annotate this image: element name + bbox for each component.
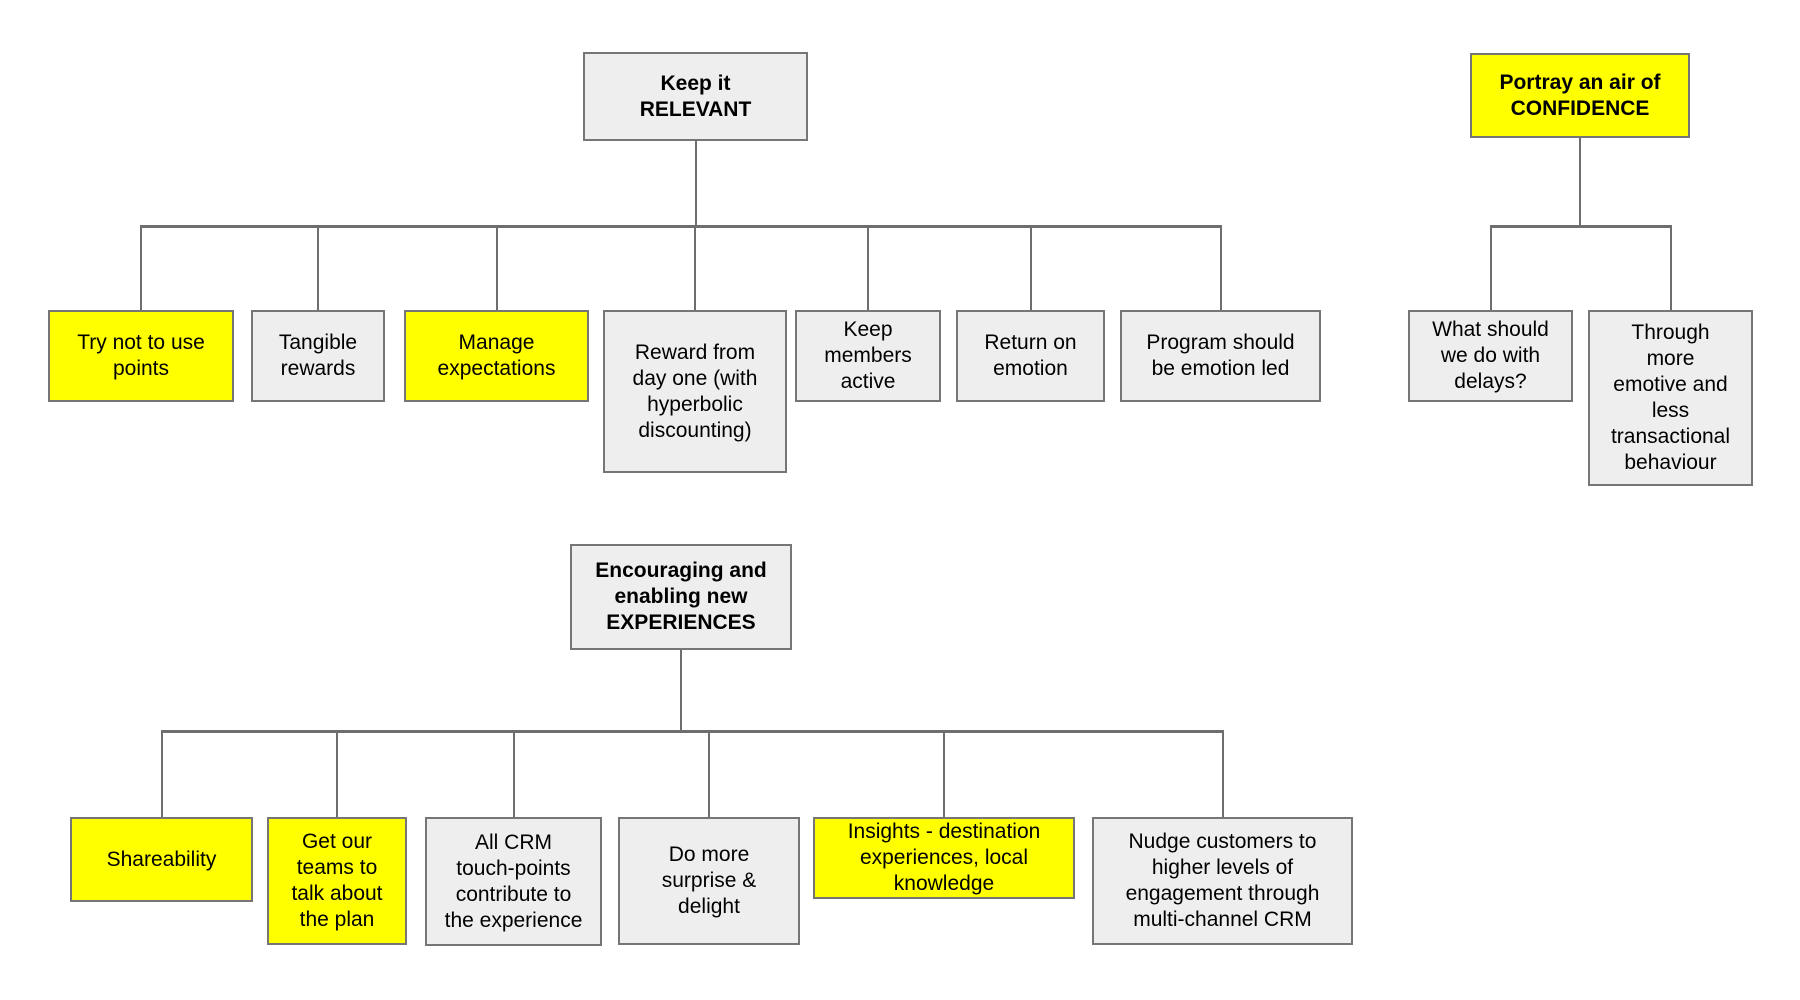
node-get-our-teams-to-talk-about[interactable]: Get our teams to talk about the plan [267, 817, 407, 945]
node-nudge-customers-to-higher-levels-of[interactable]: Nudge customers to higher levels of enga… [1092, 817, 1353, 945]
node-through-more-emotive-and-less-transactional[interactable]: Through more emotive and less transactio… [1588, 310, 1753, 486]
node-label: Reward from day one (with hyperbolic dis… [632, 340, 758, 442]
connector-branch [1222, 730, 1224, 817]
node-label: Try not to use points [77, 331, 205, 380]
connector-branch [943, 730, 945, 817]
connector-branch [513, 730, 515, 817]
root-node-portray-an-air-of-confidence[interactable]: Portray an air of CONFIDENCE [1470, 53, 1690, 138]
node-label: Return on emotion [984, 331, 1077, 380]
node-return-on-emotion[interactable]: Return on emotion [956, 310, 1105, 402]
connector-branch [1220, 225, 1222, 310]
node-label: What should we do with delays? [1432, 318, 1549, 393]
node-label: Manage expectations [437, 331, 556, 380]
node-label: Keep it RELEVANT [639, 71, 752, 121]
node-label: Tangible rewards [278, 331, 358, 380]
root-node-encouraging-and-enabling-new-experiences[interactable]: Encouraging and enabling new EXPERIENCES [570, 544, 792, 650]
connector-branch [317, 225, 319, 310]
node-label: Shareability [106, 847, 217, 871]
node-label: Encouraging and enabling new EXPERIENCES [595, 559, 767, 634]
node-label: Get our teams to talk about the plan [291, 830, 383, 931]
node-label: Insights - destination experiences, loca… [847, 820, 1041, 895]
node-label: Portray an air of CONFIDENCE [1499, 70, 1661, 120]
node-label: Keep members active [824, 318, 912, 393]
connector-bus [161, 730, 1224, 733]
node-tangible-rewards[interactable]: Tangible rewards [251, 310, 385, 402]
connector-root-stem [695, 141, 697, 225]
connector-branch [708, 730, 710, 817]
node-label: Do more surprise & delight [661, 843, 757, 918]
connector-branch [1490, 225, 1492, 310]
root-node-keep-it-relevant[interactable]: Keep it RELEVANT [583, 52, 808, 141]
connector-bus [1490, 225, 1672, 228]
node-program-should-be-emotion-led[interactable]: Program should be emotion led [1120, 310, 1321, 402]
node-all-crm-touch-points-contribute-to[interactable]: All CRM touch-points contribute to the e… [425, 817, 602, 946]
connector-branch [140, 225, 142, 310]
connector-branch [161, 730, 163, 817]
node-label: Program should be emotion led [1146, 331, 1295, 380]
node-label: All CRM touch-points contribute to the e… [444, 830, 583, 932]
connector-branch [1030, 225, 1032, 310]
connector-branch [336, 730, 338, 817]
node-do-more-surprise-delight[interactable]: Do more surprise & delight [618, 817, 800, 945]
connector-root-stem [680, 650, 682, 730]
connector-branch [694, 225, 696, 310]
node-try-not-to-use-points[interactable]: Try not to use points [48, 310, 234, 402]
connector-branch [496, 225, 498, 310]
connector-branch [1670, 225, 1672, 310]
connector-root-stem [1579, 138, 1581, 225]
node-keep-members-active[interactable]: Keep members active [795, 310, 941, 402]
node-label: Nudge customers to higher levels of enga… [1125, 830, 1320, 931]
node-manage-expectations[interactable]: Manage expectations [404, 310, 589, 402]
node-label: Through more emotive and less transactio… [1610, 321, 1731, 474]
node-shareability[interactable]: Shareability [70, 817, 253, 902]
node-insights-destination-experiences-local-knowledge[interactable]: Insights - destination experiences, loca… [813, 817, 1075, 899]
node-reward-from-day-one-with-hyperbolic[interactable]: Reward from day one (with hyperbolic dis… [603, 310, 787, 473]
node-what-should-we-do-with-delays[interactable]: What should we do with delays? [1408, 310, 1573, 402]
connector-branch [867, 225, 869, 310]
connector-bus [140, 225, 1222, 228]
